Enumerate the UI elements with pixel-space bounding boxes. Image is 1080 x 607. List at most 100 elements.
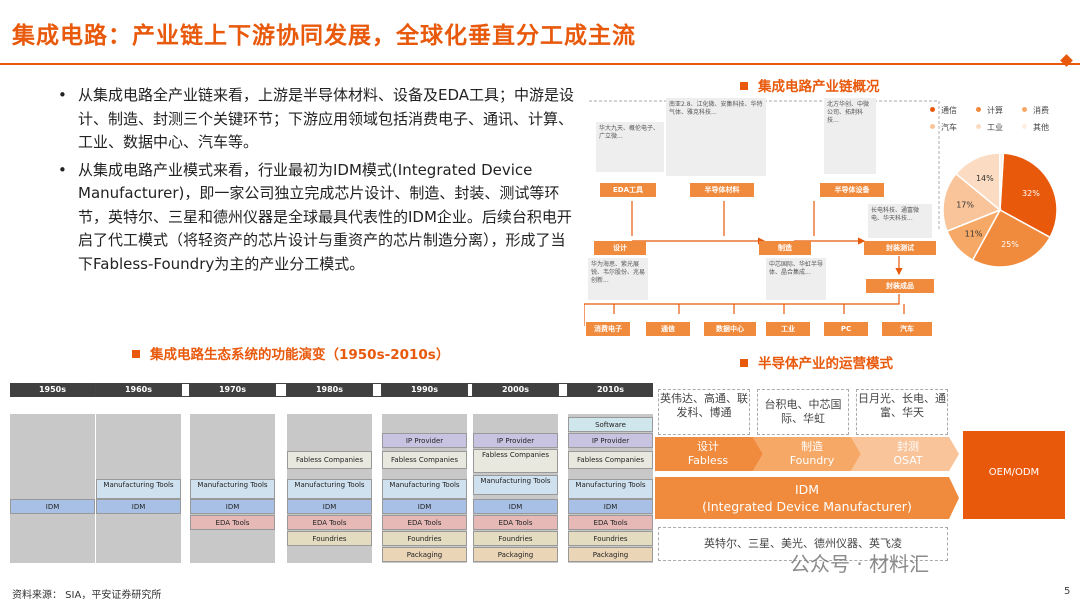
page-title: 集成电路：产业链上下游协同发展，全球化垂直分工成主流 — [12, 22, 636, 49]
legend-item: 计算 — [976, 105, 1022, 116]
upstream-box-materials: 半导体材料 — [690, 183, 754, 197]
pie-label: 25% — [1001, 240, 1019, 249]
idm-arrow-label: IDM (Integrated Device Manufacturer) — [702, 482, 912, 514]
decade-header: 2010s — [568, 383, 653, 397]
stage-foundry: 制造 Foundry — [789, 440, 835, 467]
legend-swatch — [1022, 124, 1027, 129]
fab-vendors-note: 中芯国际、华虹半导体、晶合集成... — [766, 258, 826, 300]
legend-label: 计算 — [987, 106, 1003, 115]
downstream-datacenter: 数据中心 — [704, 322, 756, 336]
decade-body — [10, 414, 95, 563]
legend-label: 通信 — [941, 106, 957, 115]
pie-slice — [999, 152, 1058, 239]
watermark: 公众号 · 材料汇 — [790, 552, 930, 576]
evo-cell-foundries: Foundries — [382, 531, 467, 546]
header-spacer — [10, 397, 650, 415]
oem-odm-box: OEM/ODM — [988, 467, 1040, 478]
evo-cell-software: Software — [568, 417, 653, 432]
legend-item: 工业 — [976, 122, 1022, 133]
legend-item: 其他 — [1022, 122, 1068, 133]
downstream-auto: 汽车 — [882, 322, 932, 336]
decade-gap — [372, 383, 382, 397]
downstream-consumer: 消费电子 — [586, 322, 630, 336]
pie-slice — [999, 152, 1005, 211]
design-vendors-note: 华为海思、紫光展锐、韦尔股份、兆易创新... — [588, 258, 648, 300]
materials-vendors-note: 南亚2.8、江化微、安集科技、华特气体、雅克科技... — [666, 98, 766, 176]
decade-header: 1960s — [96, 383, 181, 397]
evo-cell-fabless: Fabless Companies — [568, 451, 653, 469]
mid-box-manufacturing: 制造 — [759, 241, 811, 255]
evo-section-heading: 集成电路生态系统的功能演变（1950s-2010s） — [132, 343, 449, 363]
downstream-industrial: 工业 — [766, 322, 810, 336]
evo-cell-eda: EDA Tools — [190, 515, 275, 530]
evo-cell-ip: IP Provider — [568, 433, 653, 448]
upstream-box-eda: EDA工具 — [600, 183, 656, 197]
legend-item: 消费 — [1022, 105, 1068, 116]
evo-cell-mfg: Manufacturing Tools — [382, 479, 467, 499]
evo-cell-eda: EDA Tools — [473, 515, 558, 530]
decade-header: 1970s — [190, 383, 275, 397]
evo-cell-eda: EDA Tools — [568, 515, 653, 530]
mid-box-design: 设计 — [594, 241, 646, 255]
pie-slice — [942, 172, 1002, 233]
legend-label: 其他 — [1033, 123, 1049, 132]
evo-cell-idm: IDM — [568, 499, 653, 514]
legend-swatch — [1022, 107, 1027, 112]
evo-cell-packaging: Packaging — [382, 547, 467, 562]
evo-cell-packaging: Packaging — [473, 547, 558, 562]
evo-cell-packaging: Packaging — [568, 547, 653, 562]
evo-cell-fabless: Fabless Companies — [473, 449, 558, 473]
evo-cell-fabless: Fabless Companies — [287, 451, 372, 469]
evo-cell-ip: IP Provider — [473, 433, 558, 448]
eda-vendors-note: 华大九天、概伦电子、广立微... — [596, 122, 664, 172]
decade-gap — [558, 383, 568, 397]
idm-companies-box: 英特尔、三星、美光、德州仪器、英飞凌 — [658, 527, 948, 561]
evo-cell-eda: EDA Tools — [287, 515, 372, 530]
evo-cell-idm: IDM — [96, 499, 181, 514]
evo-cell-idm: IDM — [473, 499, 558, 514]
evo-cell-ip: IP Provider — [382, 433, 467, 448]
square-bullet-icon — [740, 82, 748, 90]
upstream-box-equipment: 半导体设备 — [820, 183, 884, 197]
equipment-vendors-note: 北方华创、中微公司、拓荆科技... — [824, 98, 876, 174]
pie-label: 11% — [965, 229, 983, 238]
title-divider — [0, 63, 1080, 65]
evo-cell-mfg: Manufacturing Tools — [287, 479, 372, 499]
mid-box-packaged-product: 封装成品 — [866, 279, 934, 293]
evo-cell-mfg: Manufacturing Tools — [473, 475, 558, 495]
evo-cell-mfg: Manufacturing Tools — [96, 479, 181, 499]
evo-cell-idm: IDM — [190, 499, 275, 514]
decade-header: 1950s — [10, 383, 95, 397]
evo-cell-foundries: Foundries — [568, 531, 653, 546]
stage-osat: 封测 OSAT — [893, 440, 923, 467]
decade-header: 1990s — [382, 383, 467, 397]
pie-slice — [971, 208, 1052, 268]
decade-gap — [275, 383, 287, 397]
downstream-pc: PC — [824, 322, 868, 336]
pie-chart: 32%25%11%17%14%1% — [942, 152, 1058, 268]
square-bullet-icon — [132, 350, 140, 358]
evo-cell-idm: IDM — [10, 499, 95, 514]
legend-item: 汽车 — [930, 122, 976, 133]
foundry-companies-box: 台积电、中芯国际、华虹 — [757, 389, 849, 435]
legend-swatch — [930, 107, 935, 112]
pie-legend: 通信 计算 消费汽车工业 其他 — [930, 105, 1075, 139]
legend-swatch — [976, 107, 981, 112]
page-number: 5 — [1064, 586, 1071, 597]
fabless-companies-box: 英伟达、高通、联发科、博通 — [658, 389, 750, 435]
pie-label: 32% — [1022, 189, 1040, 198]
decade-gap — [467, 383, 473, 397]
pie-label: 17% — [956, 201, 974, 210]
ops-arrows — [655, 431, 1065, 519]
legend-swatch — [930, 124, 935, 129]
industry-chain-diagram: 华大九天、概伦电子、广立微... 南亚2.8、江化微、安集科技、华特气体、雅克科… — [584, 96, 944, 348]
decade-header: 2000s — [473, 383, 558, 397]
